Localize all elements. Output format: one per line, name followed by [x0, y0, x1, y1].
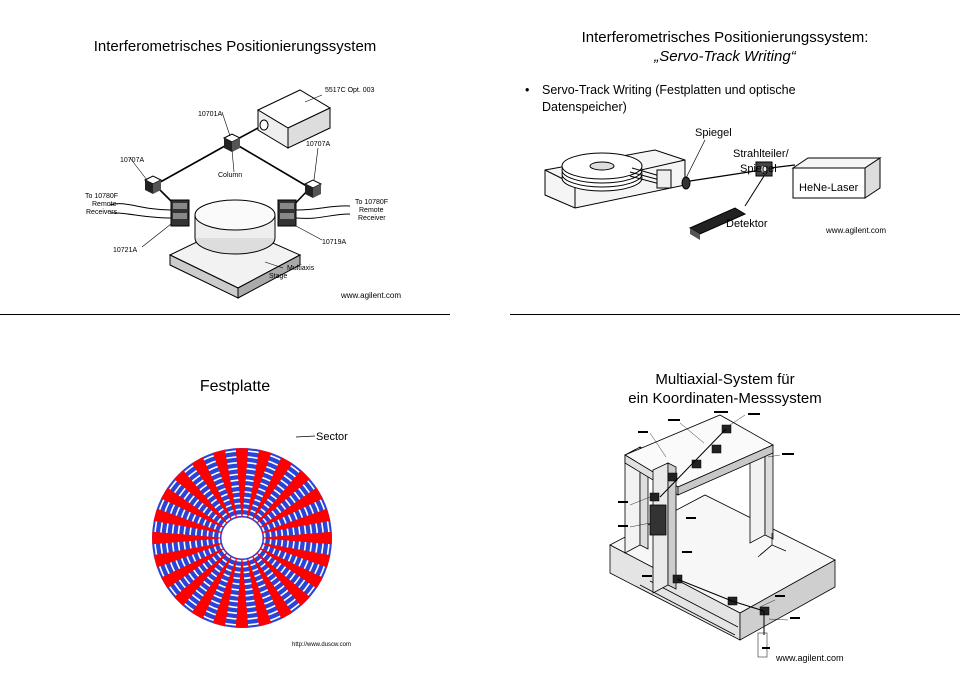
sector-wedge: [161, 487, 225, 529]
right-interferometer: [277, 199, 297, 227]
sector-wedge: [212, 449, 238, 519]
beam-splitter-cube: [744, 161, 773, 207]
slide-2-title-line1: Interferometrisches Positionierungssyste…: [581, 29, 869, 46]
cmm-diagram: [609, 411, 836, 658]
label-10701a: 10701A: [198, 111, 222, 118]
sector-wedge: [191, 457, 233, 521]
slide-2-title-line2: „Servo-Track Writing“: [654, 48, 796, 65]
slide-4-title-line2: ein Koordinaten-Messsystem: [628, 390, 822, 407]
slide-1: Interferometrisches Positionierungssyste…: [0, 0, 470, 310]
cmm-column: [649, 462, 677, 594]
servo-track-diagram: Spiegel Strahlteiler/ Spiegel HeNe-Laser…: [544, 127, 882, 240]
sector-wedge: [251, 457, 293, 521]
sector-wedge: [152, 531, 223, 545]
label-stage: Stage: [269, 273, 287, 280]
sector-wedge: [235, 448, 249, 519]
bullet-text-line1: Servo-Track Writing (Festplatten und opt…: [542, 83, 796, 97]
sector-wedge: [255, 551, 310, 606]
sector-wedge: [235, 557, 249, 628]
slide-1-source: www.agilent.com: [341, 291, 402, 300]
label-to-receivers-1: To 10780F: [85, 193, 118, 200]
label-multiaxis: Multiaxis: [287, 265, 315, 272]
slide-2: Interferometrisches Positionierungssyste…: [490, 0, 960, 310]
label-to-receiver-1: To 10780F: [355, 199, 388, 206]
label-detektor: Detektor: [726, 218, 768, 230]
slide-4-source: www.agilent.com: [776, 653, 844, 663]
sector-wedge: [259, 487, 323, 529]
slide-1-title: Interferometrisches Positionierungssyste…: [93, 38, 377, 55]
label-to-receiver-3: Receiver: [358, 215, 386, 222]
slide-3-title: Festplatte: [199, 378, 271, 395]
hard-disk-figure: Sector: [152, 431, 348, 628]
right-bender: [303, 179, 323, 198]
laser-head: [256, 89, 332, 149]
slide-3: Festplatte Sector http://www.duscw.com: [0, 345, 470, 684]
beam-splitter: [222, 133, 242, 152]
slide-2-source: www.agilent.com: [826, 226, 887, 235]
sector-wedge: [174, 551, 229, 606]
sector-wedge: [191, 555, 233, 619]
label-to-receivers-3: Receivers: [86, 209, 118, 216]
bullet-dot: •: [525, 83, 530, 97]
label-10719a: 10719A: [322, 239, 346, 246]
label-to-receivers-2: Remote: [92, 201, 117, 208]
label-column: Column: [218, 172, 242, 179]
label-spiegel-2: Spiegel: [740, 163, 777, 175]
sector-wedge: [261, 531, 332, 545]
slide-4: Multiaxial-System für ein Koordinaten-Me…: [490, 345, 960, 684]
sector-wedge: [259, 547, 323, 589]
label-10707a-left: 10707A: [120, 157, 144, 164]
sector-wedge: [246, 557, 272, 627]
detector: [688, 207, 747, 240]
disk-sectors: [152, 448, 332, 628]
disk-hub: [221, 517, 263, 559]
left-bender: [143, 175, 163, 194]
label-10721a: 10721A: [113, 247, 137, 254]
disk-drive: [544, 149, 686, 209]
mirror: [681, 139, 706, 190]
sector-wedge: [161, 547, 225, 589]
sector-wedge: [174, 470, 229, 525]
label-to-receiver-2: Remote: [359, 207, 384, 214]
sector-wedge: [255, 470, 310, 525]
sector-wedge: [261, 542, 331, 568]
sector-wedge: [153, 508, 223, 534]
slide-4-title-line1: Multiaxial-System für: [655, 371, 795, 388]
label-10707a-right: 10707A: [306, 141, 330, 148]
cmm-right-pillar: [749, 446, 774, 544]
hene-laser: [791, 157, 882, 199]
slide-3-source: http://www.duscw.com: [292, 642, 352, 648]
sector-wedge: [261, 508, 331, 534]
bullet-text-line2: Datenspeicher): [542, 100, 627, 114]
positioning-system-diagram: 5517C Opt. 003 10701A 10707A 10707A Colu…: [85, 87, 388, 299]
sector-wedge: [246, 449, 272, 519]
label-hene-laser: HeNe-Laser: [799, 182, 859, 194]
sector-wedge: [251, 555, 293, 619]
slide-2-bullet: • Servo-Track Writing (Festplatten und o…: [525, 82, 796, 116]
label-5517c: 5517C Opt. 003: [325, 87, 375, 94]
slide-2-separator: [510, 314, 960, 315]
label-sector: Sector: [316, 431, 348, 443]
sector-wedge: [212, 557, 238, 627]
label-spiegel: Spiegel: [695, 127, 732, 139]
multiaxis-stage: [168, 199, 302, 299]
slide-1-separator: [0, 314, 450, 315]
sector-wedge: [153, 542, 223, 568]
left-interferometer: [170, 199, 190, 227]
label-strahlteiler: Strahlteiler/: [733, 148, 790, 160]
